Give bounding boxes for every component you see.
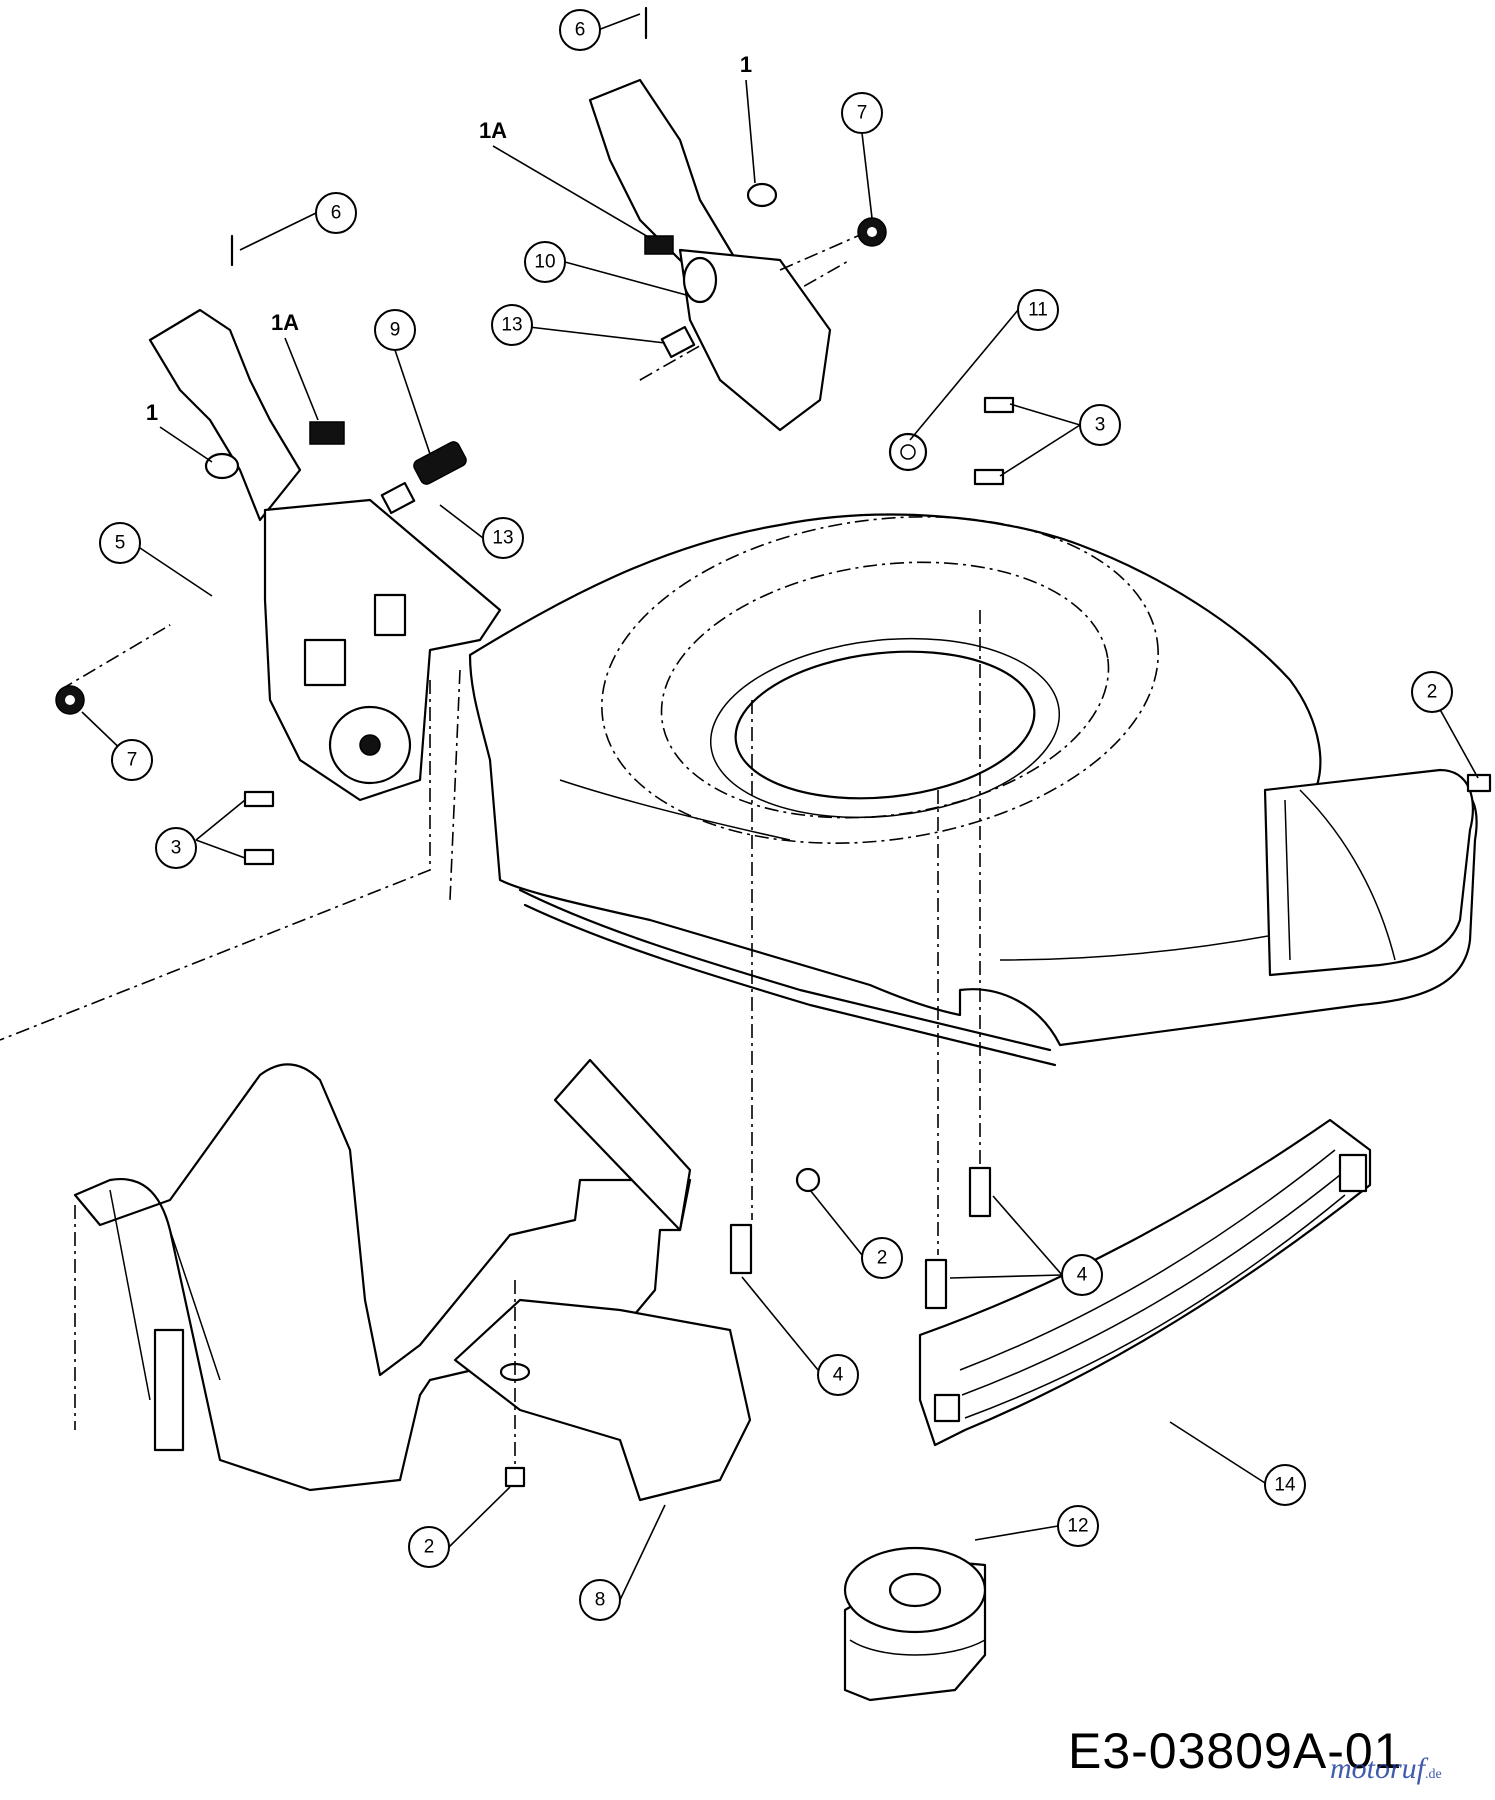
- callout-leaders: [81, 13, 1479, 1601]
- callout-4-left: 4: [817, 1354, 859, 1396]
- mulch-plug: [73, 1058, 752, 1502]
- rear-flap: [918, 1118, 1372, 1447]
- svg-text:6: 6: [575, 20, 586, 41]
- callout-14: 14: [1264, 1464, 1306, 1506]
- svg-text:7: 7: [857, 103, 868, 124]
- bolt-2-right: [1466, 773, 1492, 793]
- bolt-2-bottom: [504, 1466, 526, 1488]
- blade-adapter: [843, 1546, 987, 1702]
- callout-6-top: 6: [559, 9, 601, 51]
- svg-text:10: 10: [534, 252, 555, 273]
- svg-text:4: 4: [1077, 1265, 1088, 1286]
- bushing-right: [660, 325, 696, 359]
- pin-1-left: [204, 452, 240, 480]
- callout-11: 11: [1017, 289, 1059, 331]
- bolt-4-right: [968, 1166, 992, 1218]
- clip-1a-right: [644, 235, 674, 255]
- callout-4-right: 4: [1061, 1254, 1103, 1296]
- callout-6-left: 6: [315, 192, 357, 234]
- screw-3-left-upper: [243, 790, 275, 808]
- callout-12: 12: [1057, 1505, 1099, 1547]
- callout-13-top: 13: [491, 304, 533, 346]
- callout-2-bottom: 2: [408, 1526, 450, 1568]
- bolt-2-center: [795, 1167, 821, 1193]
- label-1-left: 1: [146, 400, 158, 425]
- hardware: [55, 6, 1492, 1488]
- callout-13-left: 13: [482, 517, 524, 559]
- watermark-logo: motoruf.de: [1330, 1752, 1442, 1785]
- svg-text:12: 12: [1067, 1516, 1088, 1537]
- label-1a-left: 1A: [271, 310, 299, 335]
- svg-text:3: 3: [171, 838, 182, 859]
- svg-text:9: 9: [390, 320, 401, 341]
- pin-1-right: [746, 182, 778, 208]
- svg-text:6: 6: [331, 203, 342, 224]
- svg-text:2: 2: [877, 1248, 888, 1269]
- svg-text:13: 13: [492, 528, 513, 549]
- left-height-adjuster: [148, 308, 502, 802]
- svg-text:13: 13: [501, 315, 522, 336]
- screw-3-upper: [983, 396, 1015, 414]
- svg-text:3: 3: [1095, 415, 1106, 436]
- clip-1a-left: [309, 421, 345, 445]
- callout-7-left: 7: [111, 739, 153, 781]
- svg-text:2: 2: [1427, 682, 1438, 703]
- callout-2-right: 2: [1411, 671, 1453, 713]
- screw-3-lower: [973, 468, 1005, 486]
- svg-text:2: 2: [424, 1537, 435, 1558]
- callout-8: 8: [579, 1579, 621, 1621]
- label-1a-right: 1A: [479, 118, 507, 143]
- mower-deck: [0, 513, 1478, 1067]
- svg-text:8: 8: [595, 1590, 606, 1611]
- right-height-adjuster: [588, 78, 832, 432]
- label-1-right: 1: [740, 52, 752, 77]
- screw-3-left-lower: [243, 848, 275, 866]
- svg-text:4: 4: [833, 1365, 844, 1386]
- svg-text:7: 7: [127, 750, 138, 771]
- callout-2-center: 2: [861, 1237, 903, 1279]
- bolt-4-left: [729, 1223, 753, 1275]
- callout-5: 5: [99, 522, 141, 564]
- svg-text:5: 5: [115, 533, 126, 554]
- svg-text:14: 14: [1274, 1475, 1296, 1496]
- callout-3-left: 3: [155, 827, 197, 869]
- torsion-spring-left: [413, 441, 467, 485]
- callout-10: 10: [524, 241, 566, 283]
- bolt-4-mid: [924, 1258, 948, 1310]
- bushing-left: [380, 481, 416, 515]
- callout-7-top: 7: [841, 92, 883, 134]
- callout-9: 9: [374, 309, 416, 351]
- callout-3-right: 3: [1079, 404, 1121, 446]
- svg-text:11: 11: [1028, 300, 1048, 321]
- drawing-number: E3-03809A-01: [1068, 1723, 1403, 1779]
